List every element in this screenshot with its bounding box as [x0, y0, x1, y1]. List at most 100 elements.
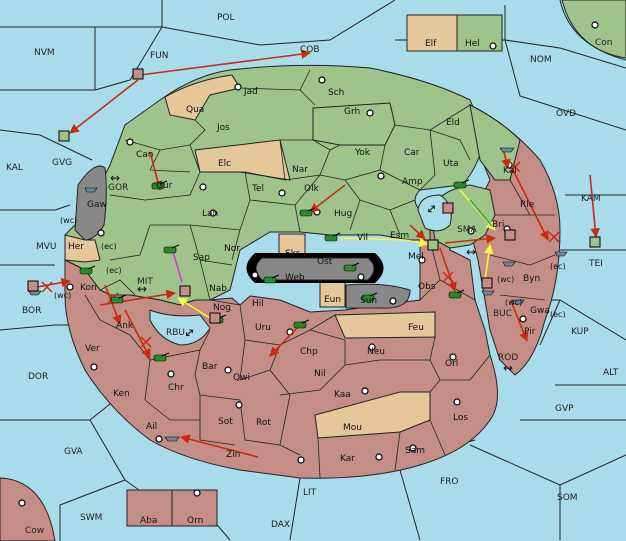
sea-label-swm: SWM — [80, 513, 102, 523]
prov-label-vil: Vil — [357, 233, 368, 243]
prov-label-elf: Elf — [425, 39, 437, 49]
sea-label-rod: ROD — [498, 353, 518, 363]
green-armies[interactable] — [79, 179, 470, 362]
sea-label-bor: BOR — [22, 306, 41, 316]
prov-label-bri: Bri — [492, 220, 504, 230]
prov-label-jos: Jos — [216, 123, 230, 133]
sea-label-rbu: RBU — [166, 328, 185, 338]
sea-label-con: Con — [595, 38, 613, 48]
rbu-inlet — [149, 309, 211, 346]
hold-orders — [469, 199, 493, 227]
prov-label-bar: Bar — [202, 362, 218, 372]
prov-label-uta: Uta — [443, 159, 459, 169]
prov-label-ail: Ail — [146, 422, 157, 432]
province-borders — [84, 69, 556, 479]
prov-label-amp: Amp — [402, 177, 423, 187]
prov-label-kaa: Kaa — [334, 390, 351, 400]
prov-label-lan: Lan — [202, 209, 218, 219]
prov-label-tel: Tel — [251, 184, 264, 194]
prov-label-sap: Sap — [193, 253, 210, 263]
orn-province[interactable] — [171, 489, 218, 527]
prov-label-nor: Nor — [224, 244, 240, 254]
prov-label-chr: Chr — [168, 383, 184, 393]
prov-label-yok: Yok — [354, 148, 371, 158]
sea-label-gva: GVA — [64, 447, 84, 457]
prov-label-olk: Olk — [304, 184, 320, 194]
prov-label-gur: Gur — [156, 181, 173, 191]
prov-label-neu: Neu — [367, 347, 385, 357]
sea-label-dax: DAX — [271, 520, 290, 530]
sea-label-sma: SMA — [457, 225, 477, 235]
prov-label-byn: Byn — [523, 274, 540, 284]
sea-label-kal: KAL — [6, 163, 23, 173]
aba-province[interactable] — [126, 489, 173, 527]
sea-label-cow: Cow — [25, 526, 44, 536]
unit-markers — [27, 68, 601, 324]
sea-label-kam: KAM — [581, 194, 601, 204]
fleets[interactable] — [28, 147, 568, 442]
adj-arrow-gor: ↔ — [110, 171, 120, 185]
sea-label-buc: BUC — [493, 309, 512, 319]
qua-province[interactable] — [164, 74, 241, 121]
prov-label-rot: Rot — [256, 418, 271, 428]
prov-label-hil: Hil — [252, 299, 264, 309]
sea-label-gvp: GVP — [555, 404, 574, 414]
prov-label-elc: Elc — [218, 159, 231, 169]
gaw-province[interactable] — [74, 165, 107, 241]
prov-label-eld: Eld — [446, 118, 460, 128]
coast-mark-kon-ec: (ec) — [106, 266, 122, 275]
prov-label-nil: Nil — [314, 369, 326, 379]
prov-label-los: Los — [453, 413, 468, 423]
prov-label-ank: Ank — [116, 321, 134, 331]
coast-mark-her-ec: (ec) — [101, 242, 117, 251]
prov-label-pir: Pir — [524, 327, 536, 337]
prov-label-mou: Mou — [343, 423, 362, 433]
prov-label-sot: Sot — [218, 417, 233, 427]
prov-label-uru: Uru — [255, 323, 271, 333]
sun-island[interactable] — [345, 283, 411, 309]
prov-label-esm: Esm — [390, 231, 409, 241]
prov-label-kal: Kal — [503, 166, 517, 176]
prov-label-jad: Jad — [243, 87, 258, 97]
central-island — [255, 257, 375, 281]
adj-arrow-mit: ↔ — [137, 282, 147, 296]
prov-label-nog: Nog — [213, 303, 231, 313]
prov-label-hug: Hug — [334, 209, 352, 219]
sea-label-ovd: OVD — [556, 109, 576, 119]
adj-arrow-rod: ↔ — [503, 361, 513, 375]
prov-label-her: Her — [68, 242, 84, 252]
sea-label-pol: POL — [217, 13, 235, 23]
coast-mark-kon-wc: (wc) — [54, 291, 71, 300]
elf-province[interactable] — [406, 14, 458, 52]
prov-label-nar: Nar — [292, 165, 308, 175]
sea-label-gor: GOR — [108, 183, 128, 193]
prov-label-qwi: Qwi — [233, 373, 250, 383]
prov-label-feu: Feu — [408, 323, 424, 333]
sea-label-mvu: MVU — [36, 242, 57, 252]
prov-label-sch: Sch — [328, 88, 344, 98]
adj-arrow-sma: ↔ — [466, 245, 476, 259]
prov-label-eun: Eun — [324, 295, 341, 305]
prov-label-qua: Qua — [186, 105, 204, 115]
prov-label-web: Web — [285, 273, 305, 283]
prov-label-kar: Kar — [340, 454, 355, 464]
prov-label-aba: Aba — [140, 516, 157, 526]
prov-label-mel: Mel — [408, 252, 424, 262]
sea-label-som: SOM — [557, 493, 578, 503]
prov-label-sun: Sun — [360, 296, 377, 306]
coast-mark-byn-ec: (ec) — [550, 262, 566, 271]
prov-label-obs: Obs — [418, 282, 436, 292]
sea-label-nvm: NVM — [34, 48, 55, 58]
sea-label-alt: ALT — [603, 368, 619, 378]
sea-label-dor: DOR — [28, 372, 48, 382]
sea-label-mit: MIT — [137, 277, 153, 287]
prov-label-nab: Nab — [209, 284, 227, 294]
prov-label-can: Can — [136, 150, 154, 160]
prov-label-orl: Orl — [445, 359, 458, 369]
prov-label-chp: Chp — [300, 347, 318, 357]
prov-label-skr: Skr — [285, 249, 300, 259]
sea-label-nom: NOM — [530, 55, 552, 65]
her-province[interactable] — [64, 234, 101, 263]
sea-label-fro: FRO — [440, 477, 459, 487]
